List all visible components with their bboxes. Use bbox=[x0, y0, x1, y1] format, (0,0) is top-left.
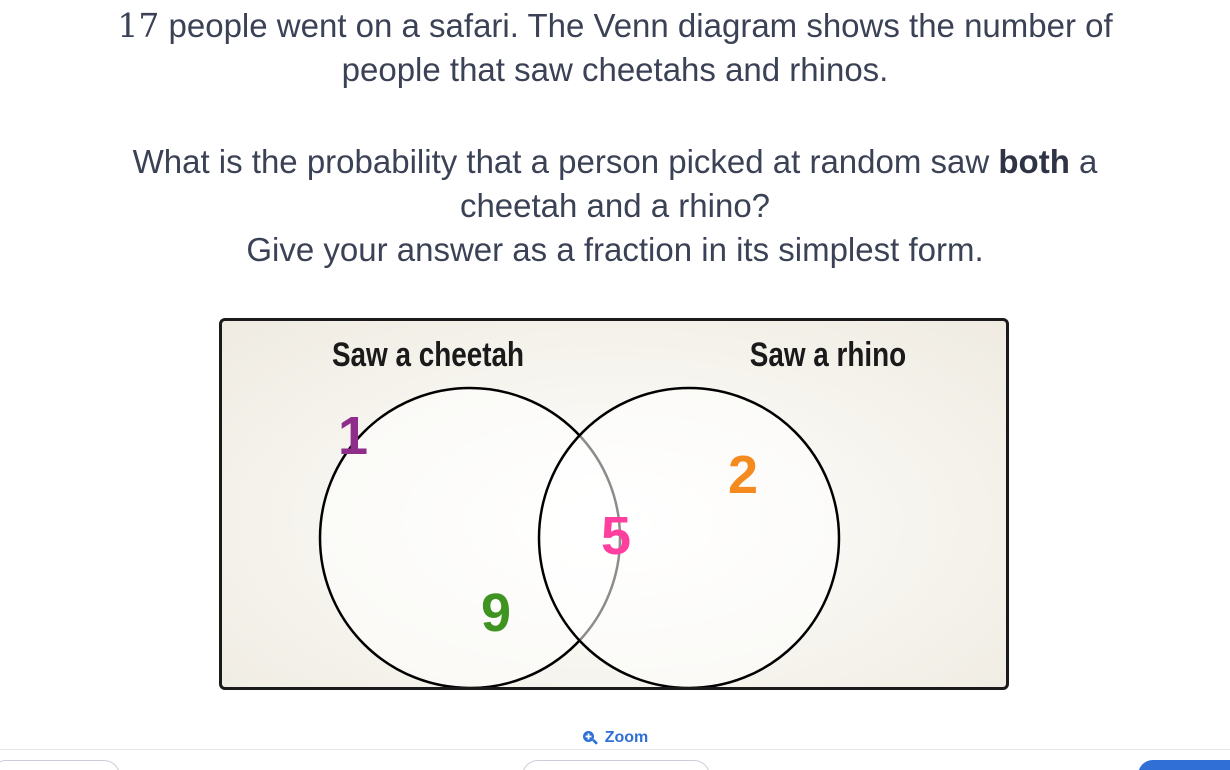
rhino-circle bbox=[537, 386, 841, 687]
people-count: 17 bbox=[117, 6, 160, 45]
zoom-in-icon bbox=[582, 731, 598, 745]
question-intro: 17 people went on a safari. The Venn dia… bbox=[0, 4, 1230, 92]
question-intro-line1: people went on a safari. The Venn diagra… bbox=[159, 7, 1113, 44]
outside-count: 1 bbox=[338, 406, 368, 466]
footer-divider bbox=[0, 749, 1230, 750]
prompt-after-bold: a bbox=[1069, 143, 1098, 180]
zoom-row: Zoom bbox=[0, 729, 1230, 751]
answer-instruction: Give your answer as a fraction in its si… bbox=[246, 231, 984, 268]
zoom-button[interactable]: Zoom bbox=[582, 729, 649, 747]
venn-diagram: Saw a cheetah Saw a rhino 1 9 5 2 bbox=[219, 318, 1009, 690]
cheetah-only-count: 9 bbox=[481, 583, 511, 643]
zoom-label: Zoom bbox=[604, 729, 649, 746]
footer-left-button[interactable] bbox=[0, 760, 120, 770]
rhino-only-count: 2 bbox=[728, 445, 758, 505]
prompt-start: What is the probability that a person pi… bbox=[132, 143, 999, 180]
prompt-line2: cheetah and a rhino? bbox=[459, 187, 771, 224]
rhino-label: Saw a rhino bbox=[750, 335, 906, 373]
venn-diagram-svg: Saw a cheetah Saw a rhino 1 9 5 2 bbox=[318, 335, 906, 687]
cheetah-label: Saw a cheetah bbox=[332, 335, 524, 373]
footer-primary-button[interactable] bbox=[1138, 760, 1230, 770]
prompt-bold-word: both bbox=[998, 143, 1070, 180]
question-prompt: What is the probability that a person pi… bbox=[0, 140, 1230, 272]
question-intro-line2: people that saw cheetahs and rhinos. bbox=[341, 51, 889, 88]
footer-middle-button[interactable] bbox=[522, 760, 710, 770]
both-count: 5 bbox=[601, 506, 631, 566]
